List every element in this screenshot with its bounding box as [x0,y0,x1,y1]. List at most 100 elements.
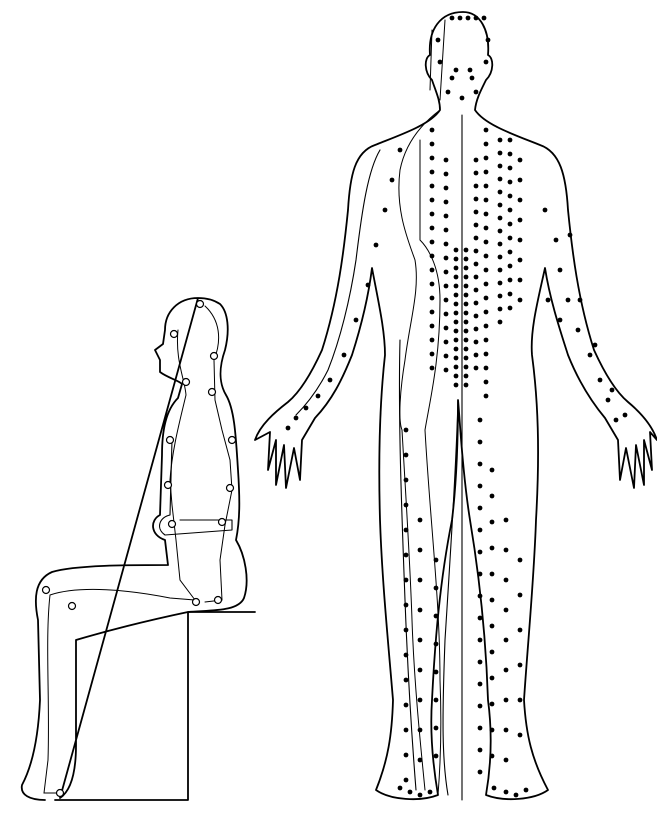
acupoint-dot [478,682,483,687]
acupoint-dot [508,208,513,213]
acupoint-dot [474,171,479,176]
acupoint-dot [430,310,435,315]
acupoint-dot [418,578,423,583]
acupoint-dot [444,228,449,233]
acupoint-dot [484,352,489,357]
acupoint-dot [498,190,503,195]
acupoint-dot [458,16,463,21]
acupoint-dot [478,528,483,533]
acupoint-dot [464,284,469,289]
seated-point [197,301,204,308]
acupoint-dot [498,294,503,299]
acupoint-dot [504,548,509,553]
acupoint-dot [498,203,503,208]
acupoint-dot [464,248,469,253]
acupoint-dot [444,200,449,205]
acupoint-dot [464,356,469,361]
seated-body-outline [22,298,247,800]
acupoint-dot [518,278,523,283]
acupoint-dot [484,198,489,203]
acupoint-dot [398,786,403,791]
acupoint-dot [430,296,435,301]
acupoint-dot [518,258,523,263]
acupoint-dot [482,16,487,21]
acupoint-dot [474,210,479,215]
acupoint-dot [474,249,479,254]
acupoint-dot [430,282,435,287]
acupoint-dot [508,250,513,255]
acupoint-dot [524,788,529,793]
acupoint-dot [418,758,423,763]
acupoint-dot [478,660,483,665]
acupoint-dot [418,668,423,673]
acupoint-dot [558,318,563,323]
acupoint-dot [418,638,423,643]
acupoint-dot [438,60,443,65]
standing-leg-right-inner [443,400,458,795]
acupoint-dot [498,229,503,234]
standing-leg-left-inner [399,340,416,790]
acupoint-dot [454,248,459,253]
acupoint-dot [484,380,489,385]
acupoint-dot [484,310,489,315]
acupoint-dot [342,353,347,358]
acupoint-dot [554,238,559,243]
seated-point [209,389,216,396]
acupoint-dot [474,158,479,163]
acupoint-dot [514,793,519,798]
acupoint-dot [450,16,455,21]
acupoint-dot [454,329,459,334]
acupoint-dot [518,198,523,203]
acupoint-dot [430,198,435,203]
acupoint-dot [404,728,409,733]
acupoint-dot [454,320,459,325]
acupoint-dot [484,338,489,343]
acupoint-dot [490,702,495,707]
acupoint-dot [444,312,449,317]
acupoint-dot [578,298,583,303]
acupoint-dot [464,338,469,343]
acupoint-dot [454,311,459,316]
acupoint-dot [490,728,495,733]
acupoint-dot [444,158,449,163]
acupoint-dot [430,352,435,357]
acupoint-dot [498,268,503,273]
acupoint-dot [478,572,483,577]
acupoint-dot [484,212,489,217]
acupoint-dot [508,152,513,157]
acupoint-dot [404,453,409,458]
acupoint-dot [444,256,449,261]
acupoint-dot [484,268,489,273]
acupoint-dot [404,503,409,508]
acupoint-dot [286,426,291,431]
acupoint-dot [434,670,439,675]
acupoint-dot [474,275,479,280]
acupoint-dot [504,578,509,583]
seated-point [171,331,178,338]
acupoint-dot [466,16,471,21]
acupoint-dot [576,328,581,333]
acupoint-dot [464,320,469,325]
acupoint-dot [404,703,409,708]
acupoint-dot [468,68,473,73]
acupoint-dot [474,184,479,189]
acupoint-dot [454,266,459,271]
acupoint-dot [558,268,563,273]
acupoint-dot [593,343,598,348]
acupoint-dot [464,311,469,316]
acupoint-dot [490,520,495,525]
acupoint-dot [508,194,513,199]
acupoint-dot [484,226,489,231]
acupoint-dot [404,428,409,433]
acupoint-dot [474,197,479,202]
acupoint-dot [418,698,423,703]
seated-point [193,599,200,606]
seated-point [43,587,50,594]
acupoint-dot [610,388,615,393]
acupoint-dot [484,254,489,259]
acupoint-dot [474,366,479,371]
acupoint-dot [474,16,479,21]
acupoint-dot [598,378,603,383]
acupoint-dot [588,353,593,358]
